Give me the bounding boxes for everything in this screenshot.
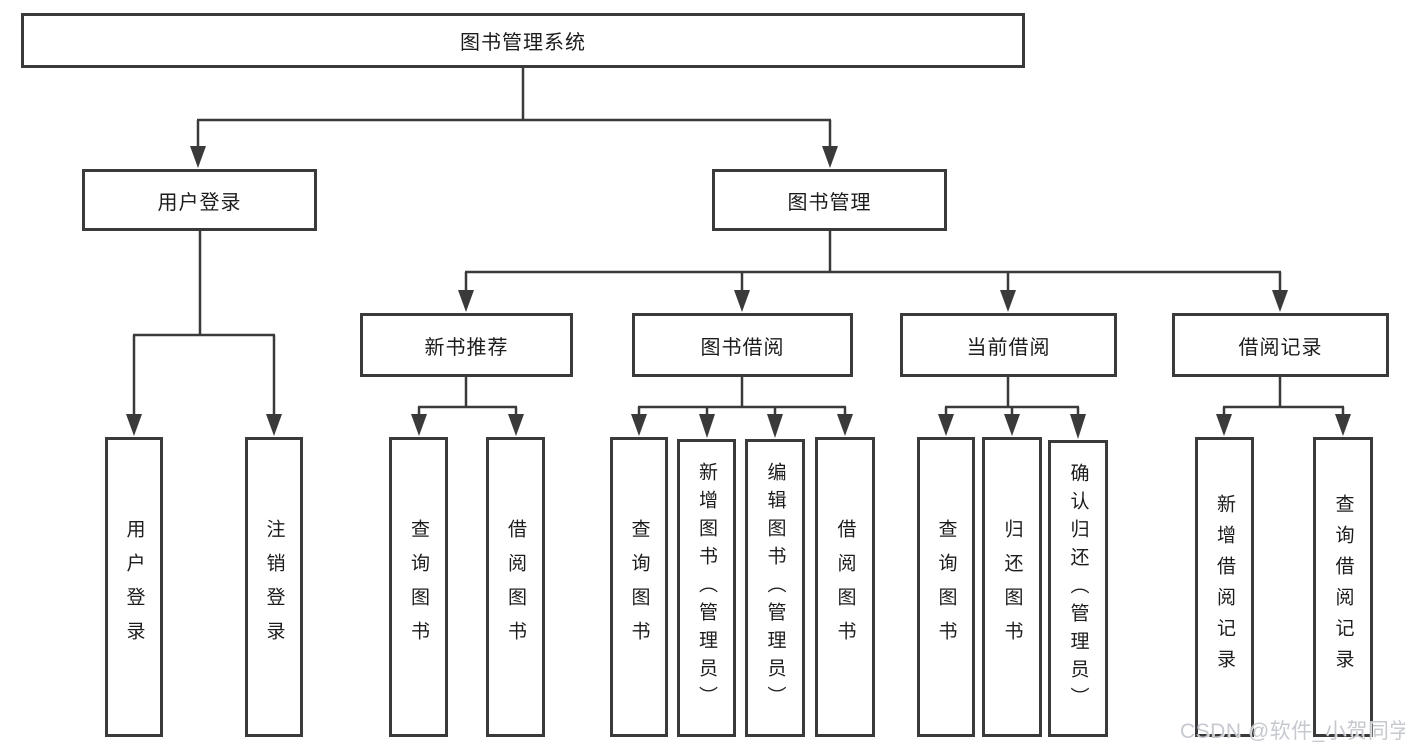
leaf-query-borrow-record: 查询借阅记录 — [1313, 437, 1373, 737]
node-borrow-records: 借阅记录 — [1172, 313, 1389, 377]
leaf-current-query-book: 查询图书 — [917, 437, 975, 737]
leaf-add-book-admin: 新增图书（管理员） — [677, 439, 736, 737]
leaf-logout: 注销登录 — [245, 437, 303, 737]
node-library-management-system: 图书管理系统 — [21, 13, 1025, 68]
node-current-borrow: 当前借阅 — [900, 313, 1117, 377]
node-user-login: 用户登录 — [82, 169, 317, 231]
node-book-management: 图书管理 — [712, 169, 947, 231]
leaf-user-login: 用户登录 — [105, 437, 163, 737]
leaf-borrow-query-book: 查询图书 — [610, 437, 668, 737]
node-book-borrow: 图书借阅 — [632, 313, 853, 377]
leaf-add-borrow-record: 新增借阅记录 — [1195, 437, 1254, 737]
leaf-return-book: 归还图书 — [982, 437, 1042, 737]
leaf-recommend-borrow-book: 借阅图书 — [486, 437, 545, 737]
leaf-borrow-borrow-book: 借阅图书 — [815, 437, 875, 737]
leaf-recommend-query-book: 查询图书 — [389, 437, 448, 737]
csdn-watermark: CSDN @软件_小贺同学 — [1180, 720, 1405, 743]
leaf-edit-book-admin: 编辑图书（管理员） — [745, 439, 805, 737]
node-new-book-recommend: 新书推荐 — [360, 313, 573, 377]
leaf-confirm-return-admin: 确认归还（管理员） — [1048, 440, 1108, 737]
